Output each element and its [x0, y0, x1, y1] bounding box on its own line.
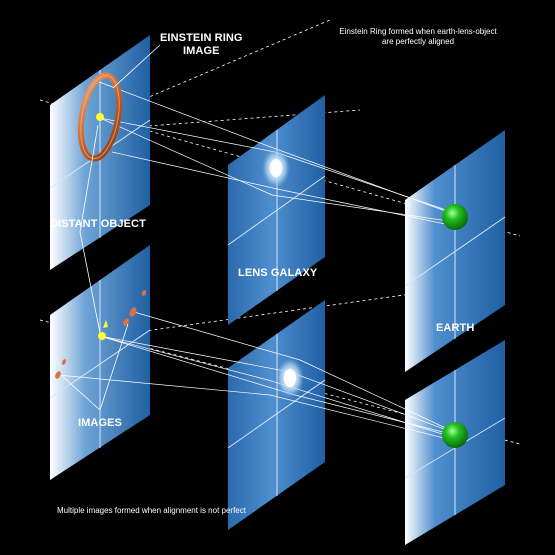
- bottom-distant-object: [98, 320, 108, 340]
- einstein-ring-label-line2: IMAGE: [183, 45, 220, 57]
- top-light-rays: [93, 79, 456, 226]
- bottom-caption: Multiple images formed when alignment is…: [57, 506, 246, 515]
- einstein-ring-label: EINSTEIN RING IMAGE: [160, 32, 243, 58]
- bottom-earth: [442, 422, 468, 448]
- top-earth: [442, 204, 468, 230]
- lens-galaxy-label: LENS GALAXY: [238, 267, 318, 279]
- lensed-images: [55, 290, 147, 379]
- top-lens-galaxy: [262, 148, 290, 188]
- einstein-ring-label-line1: EINSTEIN RING: [160, 32, 243, 44]
- top-caption-line2: are perfectly aligned: [381, 37, 455, 46]
- earth-label: EARTH: [436, 322, 475, 334]
- top-distant-object: [96, 113, 104, 121]
- distant-object-label: DISTANT OBJECT: [50, 218, 146, 230]
- bottom-source-panel: [49, 245, 151, 480]
- images-label: IMAGES: [78, 417, 122, 429]
- top-lens-panel: [227, 95, 326, 325]
- top-caption: Einstein Ring formed when earth-lens-obj…: [318, 27, 518, 47]
- top-caption-line1: Einstein Ring formed when earth-lens-obj…: [339, 27, 497, 36]
- bottom-lens-galaxy: [276, 358, 304, 398]
- bottom-lens-panel: [227, 300, 326, 530]
- label-pointers: [61, 44, 161, 411]
- top-earth-panel: [404, 130, 506, 372]
- top-source-panel: [49, 35, 151, 270]
